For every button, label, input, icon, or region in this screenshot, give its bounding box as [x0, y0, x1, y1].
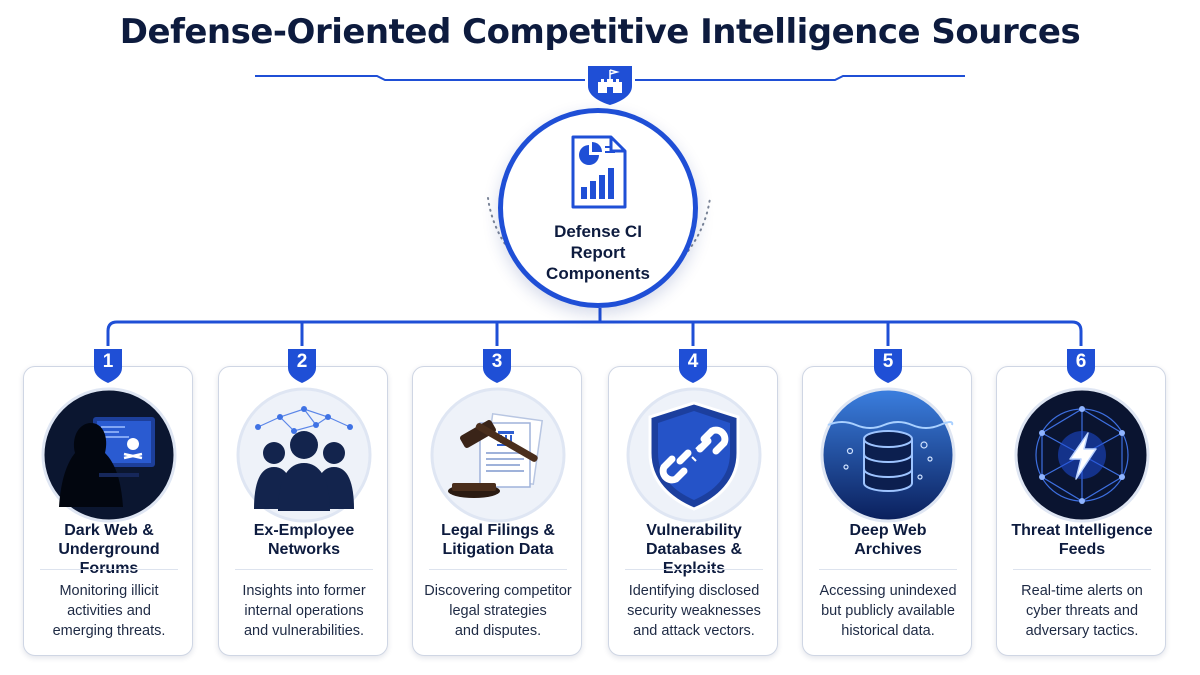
- card-description: Discovering competitor legal strategies …: [419, 581, 577, 641]
- badge-shield-icon: [288, 349, 316, 383]
- report-document-icon: [571, 135, 627, 209]
- page-title: Defense-Oriented Competitive Intelligenc…: [119, 12, 1081, 52]
- card-description: Identifying disclosed security weaknesse…: [615, 581, 773, 641]
- card-desc-line: Identifying disclosed: [628, 583, 760, 599]
- step-badge-1: 1: [93, 346, 123, 384]
- step-number: 1: [102, 351, 114, 372]
- card-desc-line: Monitoring illicit: [59, 583, 159, 599]
- card-title-line: Ex-Employee: [253, 522, 355, 539]
- source-card-vulnerability-databases: Vulnerability Databases & Exploits Ident…: [608, 366, 778, 656]
- card-title-line: Deep Web: [849, 522, 927, 539]
- badge-shield-icon: [679, 349, 707, 383]
- badge-shield-icon: [874, 349, 902, 383]
- card-description: Monitoring illicit activities and emergi…: [30, 581, 188, 641]
- card-title-line: Archives: [854, 541, 922, 558]
- step-badge-5: 5: [873, 346, 903, 384]
- card-desc-line: internal operations: [244, 603, 364, 619]
- card-title-line: Networks: [267, 541, 341, 558]
- card-desc-line: cyber threats and: [1025, 603, 1139, 619]
- card-title: Deep Web Archives: [807, 521, 969, 559]
- lightning-network-icon: [1014, 387, 1150, 523]
- card-desc-line: and disputes.: [454, 623, 542, 639]
- source-card-threat-feeds: Threat Intelligence Feeds Real-time aler…: [996, 366, 1166, 656]
- card-desc-line: Discovering competitor: [424, 583, 572, 599]
- card-desc-line: Accessing unindexed: [819, 583, 957, 599]
- card-desc-line: emerging threats.: [52, 623, 166, 639]
- card-title: Dark Web & Underground Forums: [28, 521, 190, 578]
- card-divider: [625, 569, 763, 570]
- source-card-deep-web: Deep Web Archives Accessing unindexed bu…: [802, 366, 972, 656]
- source-card-ex-employee: Ex-Employee Networks Insights into forme…: [218, 366, 388, 656]
- card-title-line: Legal Filings &: [441, 522, 555, 539]
- card-title-line: Dark Web &: [64, 522, 154, 539]
- card-desc-line: security weaknesses: [627, 603, 761, 619]
- card-description: Insights into former internal operations…: [225, 581, 383, 641]
- castle-shield-icon: [588, 66, 632, 105]
- card-title: Threat Intelligence Feeds: [1001, 521, 1163, 559]
- badge-shield-icon: [1067, 349, 1095, 383]
- title-divider: [255, 66, 965, 105]
- step-number: 5: [882, 351, 894, 372]
- step-number: 2: [296, 351, 308, 372]
- card-desc-line: Insights into former: [242, 583, 366, 599]
- step-number: 4: [687, 351, 699, 372]
- card-divider: [40, 569, 178, 570]
- step-badge-4: 4: [678, 346, 708, 384]
- hub-circle: Defense CI Report Components: [498, 108, 698, 308]
- card-divider: [1013, 569, 1151, 570]
- hub-label-line: Components: [546, 264, 650, 283]
- source-card-dark-web: Dark Web & Underground Forums Monitoring…: [23, 366, 193, 656]
- card-title-line: Vulnerability: [646, 522, 742, 539]
- card-title-line: Databases & Exploits: [645, 541, 743, 577]
- card-desc-line: but publicly available: [821, 603, 955, 619]
- hooded-hacker-skull-icon: [41, 387, 177, 523]
- card-title-line: Feeds: [1058, 541, 1106, 558]
- card-desc-line: and vulnerabilities.: [243, 623, 365, 639]
- card-desc-line: adversary tactics.: [1025, 623, 1139, 639]
- card-title: Vulnerability Databases & Exploits: [613, 521, 775, 578]
- gavel-documents-icon: [430, 387, 566, 523]
- card-title-line: Threat Intelligence: [1011, 522, 1153, 539]
- card-title-line: Underground Forums: [58, 541, 160, 577]
- hub-label: Defense CI Report Components: [503, 221, 693, 284]
- step-number: 3: [491, 351, 503, 372]
- card-description: Accessing unindexed but publicly availab…: [809, 581, 967, 641]
- broken-chain-shield-icon: [626, 387, 762, 523]
- card-desc-line: Real-time alerts on: [1021, 583, 1143, 599]
- card-description: Real-time alerts on cyber threats and ad…: [1003, 581, 1161, 641]
- card-title: Legal Filings & Litigation Data: [417, 521, 579, 559]
- step-number: 6: [1075, 351, 1087, 372]
- card-divider: [429, 569, 567, 570]
- people-network-icon: [236, 387, 372, 523]
- step-badge-2: 2: [287, 346, 317, 384]
- card-desc-line: and attack vectors.: [633, 623, 755, 639]
- card-desc-line: activities and: [67, 603, 151, 619]
- underwater-database-icon: [820, 387, 956, 523]
- card-divider: [235, 569, 373, 570]
- source-card-legal-filings: Legal Filings & Litigation Data Discover…: [412, 366, 582, 656]
- card-title-line: Litigation Data: [442, 541, 554, 558]
- card-desc-line: legal strategies: [449, 603, 547, 619]
- card-title: Ex-Employee Networks: [223, 521, 385, 559]
- step-badge-3: 3: [482, 346, 512, 384]
- badge-shield-icon: [483, 349, 511, 383]
- badge-shield-icon: [94, 349, 122, 383]
- card-divider: [819, 569, 957, 570]
- step-badge-6: 6: [1066, 346, 1096, 384]
- hub-label-line: Report: [570, 243, 626, 262]
- hub-label-line: Defense CI: [554, 222, 642, 241]
- card-desc-line: historical data.: [841, 623, 935, 639]
